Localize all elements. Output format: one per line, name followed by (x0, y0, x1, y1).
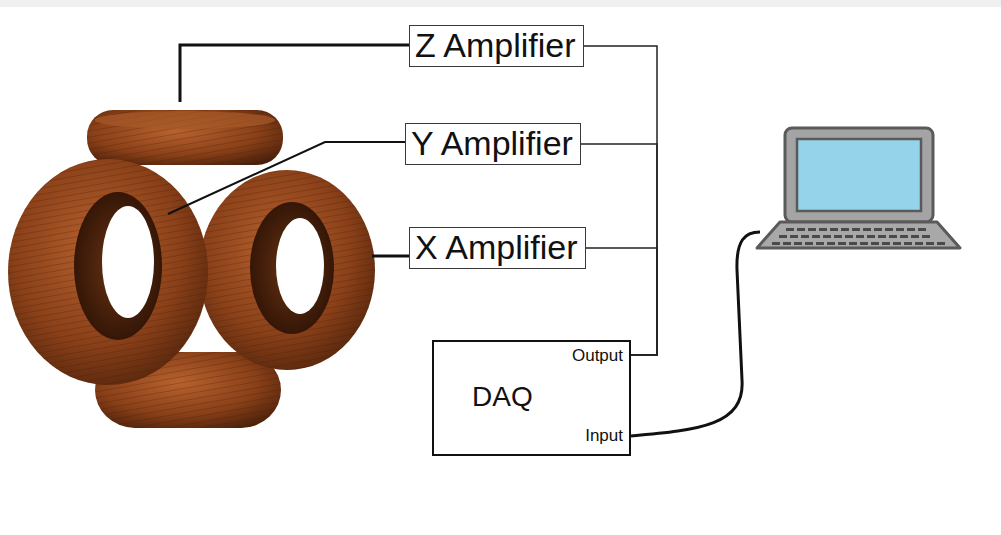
laptop-key (808, 228, 816, 231)
signal-wire (586, 248, 657, 355)
laptop-key (790, 235, 798, 238)
laptop-key (823, 235, 831, 238)
amplifier-box: Z Amplifier (409, 25, 584, 67)
y-coil-wire (168, 142, 405, 214)
coil-hole (250, 202, 334, 334)
laptop-keys (772, 228, 945, 245)
laptop-keyboard-base (757, 222, 960, 248)
amplifier-box: X Amplifier (409, 227, 586, 269)
laptop-key (878, 235, 886, 238)
laptop-key (896, 228, 904, 231)
coil-winding (199, 170, 375, 370)
laptop-key (819, 228, 827, 231)
right-coil (199, 170, 375, 370)
x-coil-wire (372, 255, 409, 258)
laptop-key (937, 242, 945, 245)
coil-body (8, 159, 208, 385)
laptop-key (856, 235, 864, 238)
laptop-key (834, 235, 842, 238)
amplifier-label: Z Amplifier (415, 26, 576, 64)
laptop-key (852, 228, 860, 231)
laptop-key (783, 242, 791, 245)
laptop-key (926, 242, 934, 245)
laptop-key (867, 235, 875, 238)
laptop-key (841, 228, 849, 231)
laptop-key (812, 235, 820, 238)
amplifier-label: X Amplifier (415, 228, 578, 266)
coil-hole (74, 192, 162, 340)
laptop-key (900, 235, 908, 238)
device-label: DAQ (472, 382, 533, 413)
laptop-key (797, 228, 805, 231)
laptop-key (849, 242, 857, 245)
amplifier-box: Y Amplifier (405, 123, 581, 165)
laptop-key (845, 235, 853, 238)
laptop-key (805, 242, 813, 245)
usb-cable (631, 232, 760, 436)
top-coil (87, 110, 283, 165)
laptop-icon (757, 128, 960, 248)
laptop-key (794, 242, 802, 245)
left-coil (8, 159, 208, 385)
z-coil-wire (180, 45, 409, 102)
signal-wire (584, 46, 657, 355)
laptop-key (827, 242, 835, 245)
laptop-key (874, 228, 882, 231)
laptop-key (915, 242, 923, 245)
amplifier-label: Y Amplifier (411, 124, 573, 162)
top-band (0, 0, 1001, 7)
laptop-key (816, 242, 824, 245)
laptop-key (871, 242, 879, 245)
coil-opening (102, 206, 154, 318)
laptop-key (772, 242, 780, 245)
laptop-key (907, 228, 915, 231)
laptop-key (889, 235, 897, 238)
laptop-key (885, 228, 893, 231)
coil-winding (8, 159, 208, 385)
coil-opening (276, 218, 324, 314)
laptop-key (779, 235, 787, 238)
coil-body (87, 110, 283, 165)
laptop-key (830, 228, 838, 231)
laptop-key (911, 235, 919, 238)
laptop-screen (797, 139, 921, 211)
port-label: Output (572, 347, 623, 366)
laptop-key (863, 228, 871, 231)
laptop-key (860, 242, 868, 245)
port-label: Input (585, 427, 623, 446)
signal-wire (581, 144, 657, 355)
daq-box: OutputDAQ Input (432, 340, 631, 456)
laptop-key (922, 235, 930, 238)
coil-top-face (95, 111, 275, 129)
laptop-key (786, 228, 794, 231)
coil-winding (87, 110, 283, 165)
laptop-screen-frame (785, 128, 933, 222)
coil-body (199, 170, 375, 370)
laptop-key (893, 242, 901, 245)
laptop-key (801, 235, 809, 238)
laptop-key (838, 242, 846, 245)
laptop-key (882, 242, 890, 245)
laptop-key (918, 228, 926, 231)
laptop-key (904, 242, 912, 245)
